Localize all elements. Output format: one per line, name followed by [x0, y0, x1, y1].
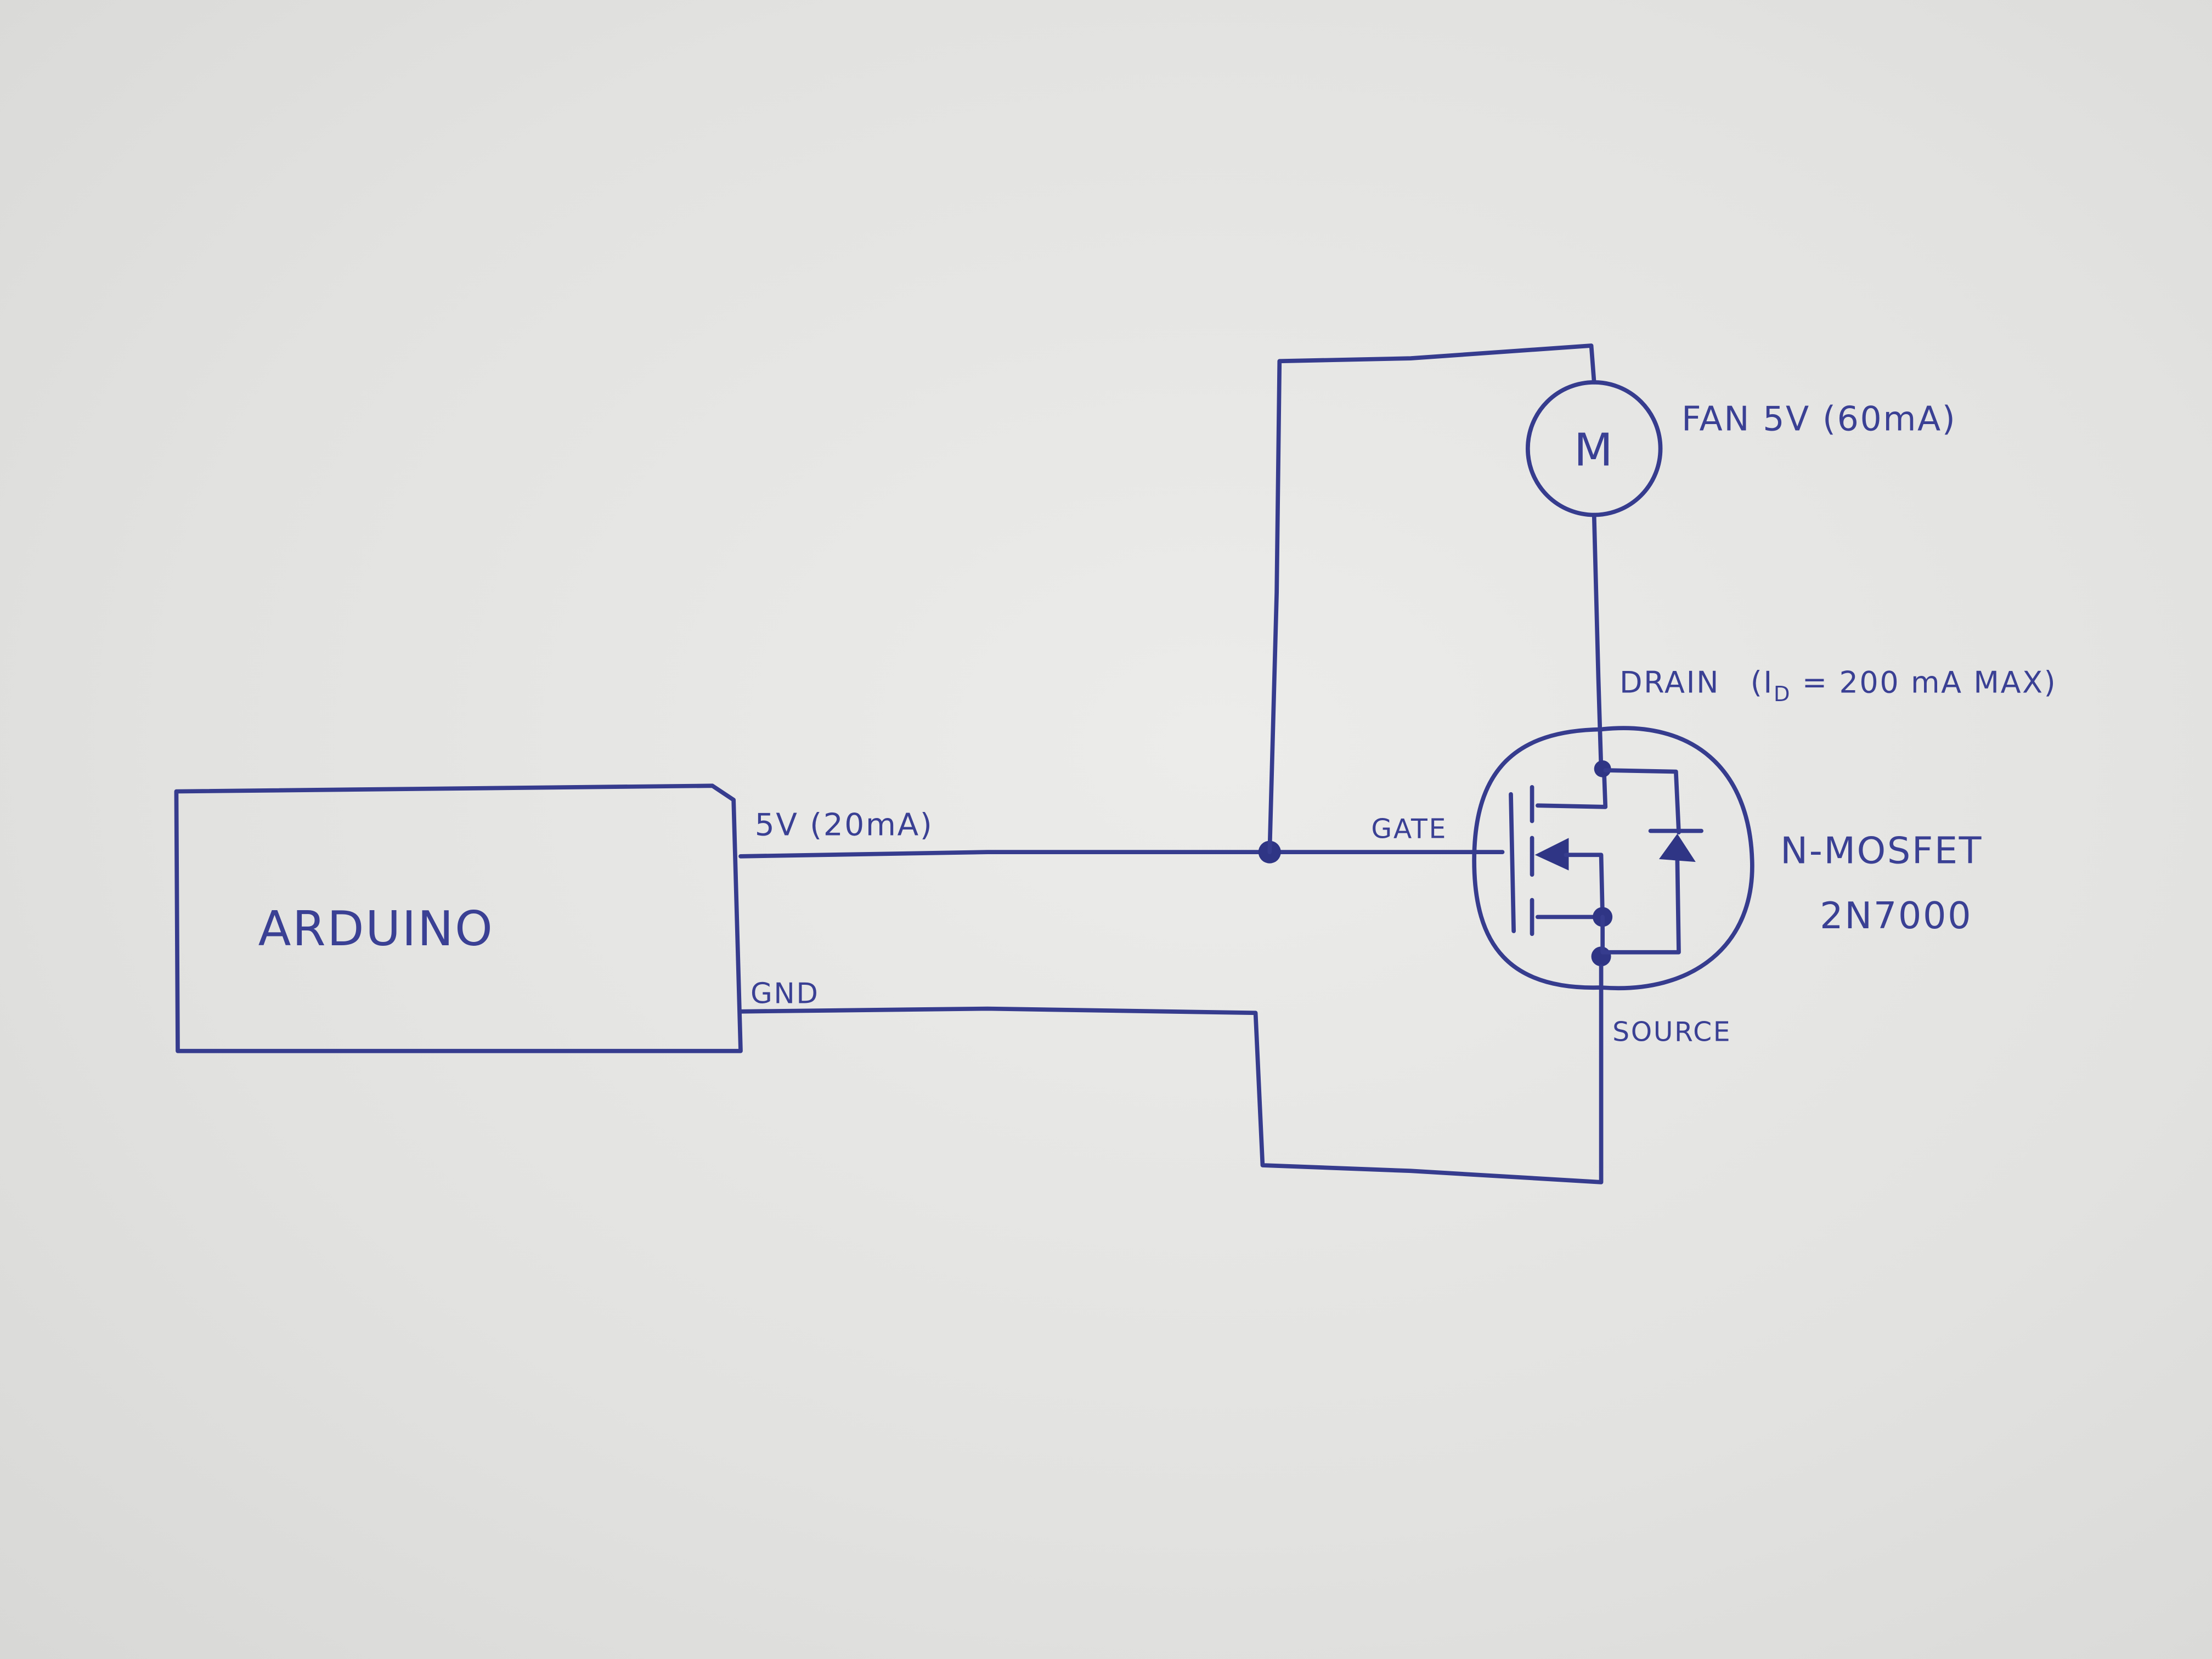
- mosfet-part-label: 2N7000: [1820, 894, 1972, 937]
- body-diode-wire: [1600, 768, 1681, 955]
- body-arrow-icon: [1534, 838, 1569, 871]
- drain-spec-suffix: = 200 mA MAX): [1791, 665, 2057, 700]
- arduino-label: ARDUINO: [258, 901, 494, 957]
- motor-supply-wire: [1267, 343, 1596, 855]
- mosfet-outline: [1472, 726, 1754, 990]
- body-connection: [1564, 853, 1605, 919]
- fan-motor: M: [1526, 380, 1663, 517]
- source-label: SOURCE: [1612, 1017, 1731, 1048]
- mosfet-symbol: GATE: [1371, 726, 1754, 990]
- drain-connection: [1536, 766, 1608, 809]
- drain-text: DRAIN: [1620, 665, 1720, 700]
- motor-symbol: M: [1574, 425, 1615, 477]
- gate-label: GATE: [1371, 813, 1447, 844]
- ground-label: GND: [751, 977, 820, 1010]
- gate-plate: [1509, 792, 1516, 934]
- supply-wire: [738, 850, 1505, 859]
- diode-triangle-icon: [1659, 833, 1696, 862]
- drain-label: DRAIN (ID = 200 mA MAX): [1620, 665, 2057, 707]
- ground-wire: [738, 964, 1604, 1184]
- fan-label: FAN 5V (60mA): [1681, 399, 1956, 438]
- mosfet-type-label: N-MOSFET: [1780, 830, 1983, 872]
- drain-spec-sub: D: [1774, 682, 1791, 707]
- drain-wire: [1592, 512, 1604, 771]
- drain-spec-prefix: (I: [1751, 665, 1774, 700]
- arduino-box: [174, 783, 743, 1053]
- supply-label: 5V (20mA): [755, 806, 934, 843]
- drain-dot: [1594, 760, 1611, 777]
